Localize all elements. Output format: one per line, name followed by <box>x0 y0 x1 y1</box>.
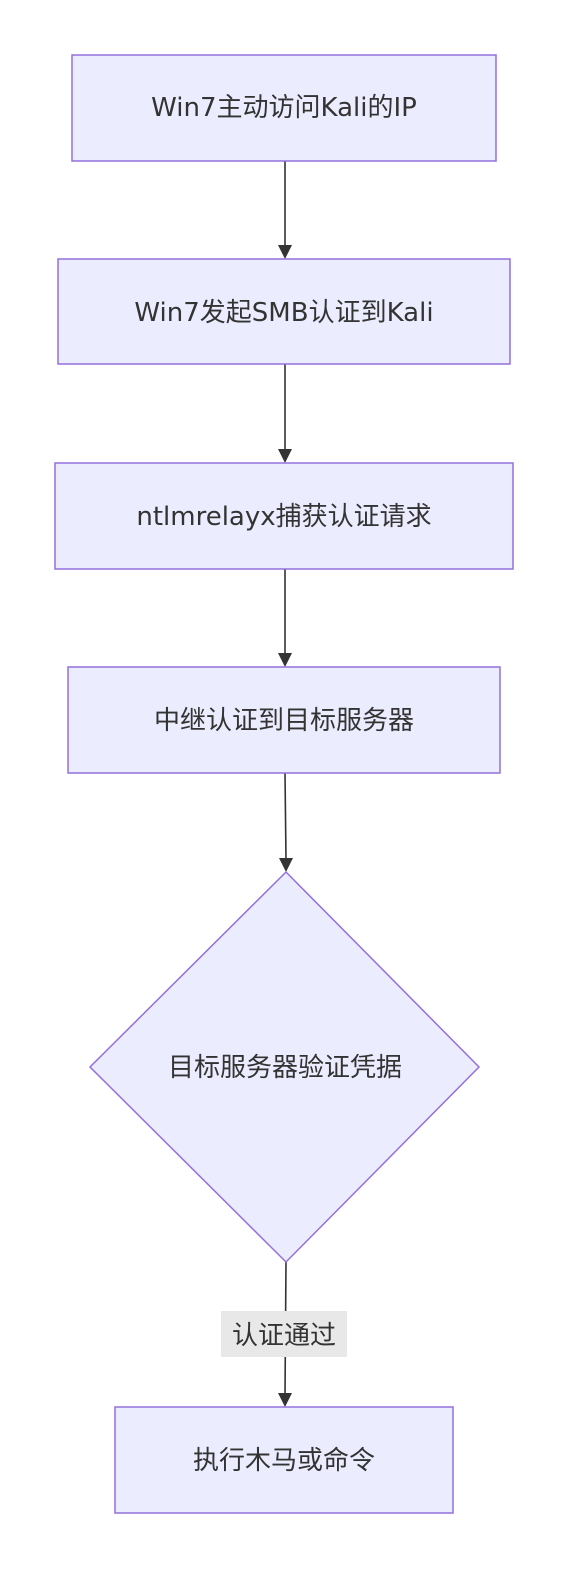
arrowhead-decision-5 <box>278 1393 292 1407</box>
arrowhead-4-decision <box>279 858 293 872</box>
arrowhead-1-2 <box>278 245 292 259</box>
node-execute-payload: 执行木马或命令 <box>114 1406 454 1514</box>
edge-label-text: 认证通过 <box>232 1321 336 1351</box>
arrowhead-2-3 <box>278 449 292 463</box>
arrowhead-3-4 <box>278 653 292 667</box>
node-box <box>57 258 511 365</box>
node-box <box>54 462 514 570</box>
node-box <box>114 1406 454 1514</box>
node-box <box>71 54 497 162</box>
edge-4-decision <box>284 772 287 861</box>
node-label: 中继认证到目标服务器 <box>154 706 414 736</box>
node-win7-smb-auth: Win7发起SMB认证到Kali <box>57 258 511 365</box>
edge-label-background <box>221 1311 347 1357</box>
node-win7-access-kali: Win7主动访问Kali的IP <box>71 54 497 162</box>
node-label: Win7主动访问Kali的IP <box>151 93 417 123</box>
decision-target-verify: 目标服务器验证凭据 <box>88 870 481 1264</box>
node-box <box>67 666 501 774</box>
decision-diamond <box>88 870 481 1264</box>
node-ntlmrelayx-capture: ntlmrelayx捕获认证请求 <box>54 462 514 570</box>
decision-label: 目标服务器验证凭据 <box>168 1053 402 1083</box>
edge-label-pass: 认证通过 <box>221 1311 347 1357</box>
node-label: 执行木马或命令 <box>193 1446 375 1476</box>
node-label: Win7发起SMB认证到Kali <box>134 298 433 328</box>
node-relay-to-target: 中继认证到目标服务器 <box>67 666 501 774</box>
node-label: ntlmrelayx捕获认证请求 <box>136 502 431 532</box>
